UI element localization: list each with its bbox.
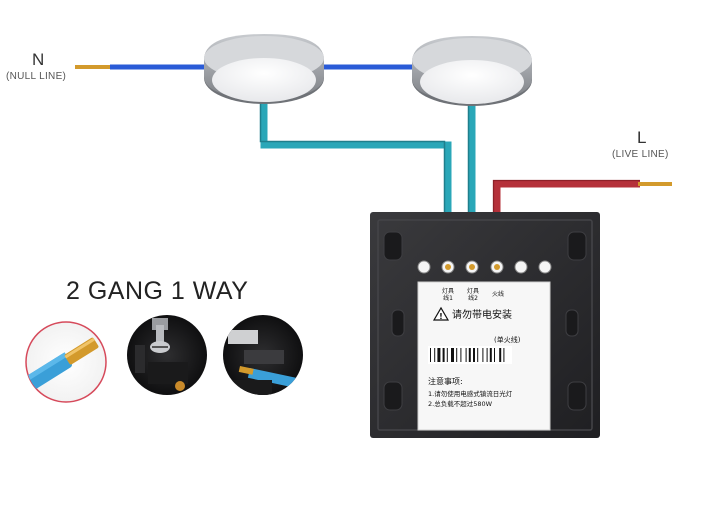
terminal-label-1: 灯具线1	[442, 287, 454, 302]
live-letter: L	[637, 128, 647, 147]
live-caption: (LIVE LINE)	[612, 149, 669, 160]
note-1: 1.请勿使用电感式镇流日光灯	[428, 389, 513, 398]
notes-heading: 注意事项:	[428, 376, 463, 386]
svg-text:!: !	[439, 312, 443, 321]
terminal-label-3: 火线	[492, 290, 504, 298]
note-2: 2.总负载不超过580W	[428, 399, 493, 408]
wire-insertion-icon	[223, 315, 303, 395]
warning-text: 请勿带电安装	[452, 308, 512, 321]
neutral-caption: (NULL LINE)	[6, 71, 67, 82]
stripped-wire-icon	[25, 321, 107, 403]
diagram-title: 2 GANG 1 WAY	[66, 277, 249, 305]
warning-sticker: 灯具线1 灯具线2 火线 ! 请勿带电安装 (单火线) 注意事项: 1.请勿使用…	[417, 281, 551, 431]
tag-text: (单火线)	[494, 335, 521, 344]
barcode	[428, 346, 512, 364]
terminal-label-2: 灯具线2	[467, 287, 479, 302]
warning-triangle-icon	[432, 306, 450, 321]
neutral-letter: N	[32, 50, 45, 69]
terminal-screw-icon	[127, 315, 207, 395]
lamp-icon	[412, 36, 532, 106]
lamp-icon	[204, 34, 324, 104]
